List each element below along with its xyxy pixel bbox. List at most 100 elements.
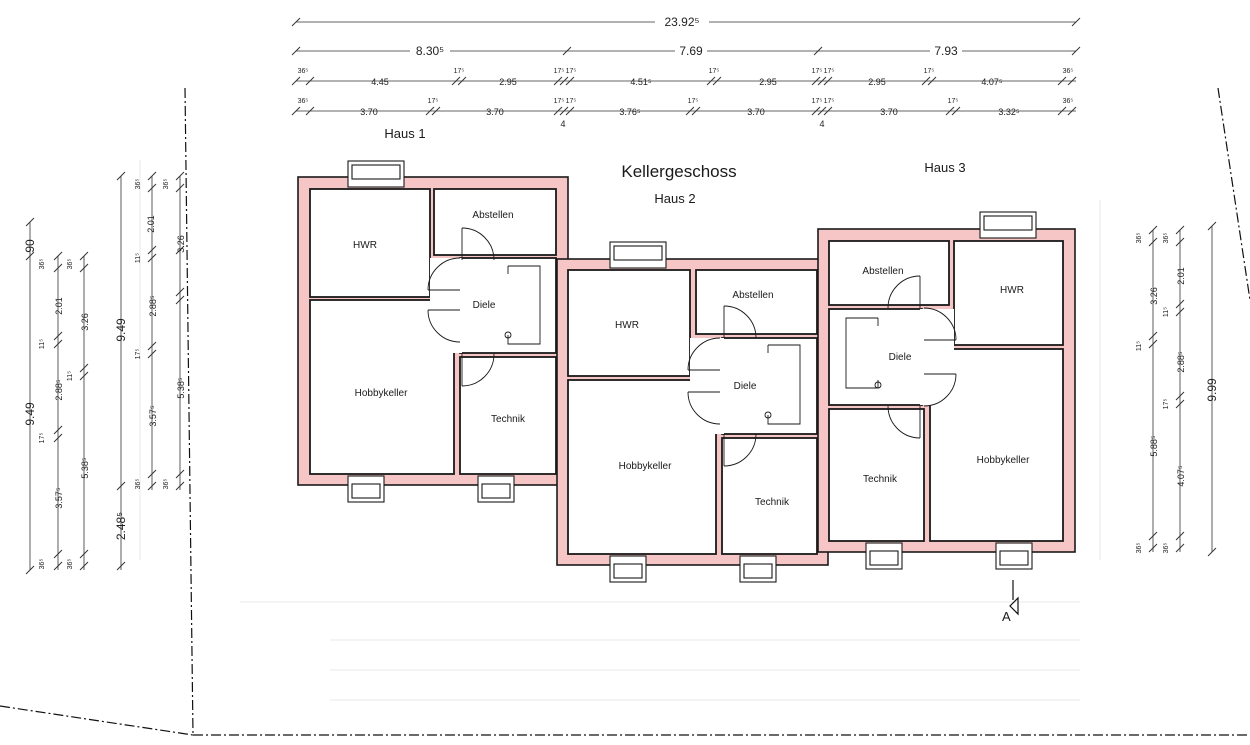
dim-label: 36⁵ bbox=[67, 259, 74, 270]
dim-label: 36⁵ bbox=[298, 68, 309, 75]
dim-label: 17⁵ bbox=[924, 68, 935, 75]
room-label-abstellen: Abstellen bbox=[862, 266, 903, 277]
dim-label: 11⁵ bbox=[1136, 341, 1143, 351]
haus-2-technik-room bbox=[721, 437, 818, 555]
dim-label: 2.95 bbox=[868, 77, 886, 87]
background-hatch bbox=[139, 160, 1101, 701]
haus-2-stairs bbox=[764, 344, 801, 425]
dim-label: 2.95 bbox=[499, 77, 517, 87]
dim-label: 17⁵ bbox=[709, 68, 720, 75]
haus-1-corridor bbox=[430, 258, 462, 353]
room-label-hwr: HWR bbox=[353, 240, 377, 251]
room-label-hwr: HWR bbox=[1000, 285, 1024, 296]
room-label-technik: Technik bbox=[863, 474, 898, 485]
dim-label: 5.38⁵ bbox=[176, 377, 186, 399]
dim-label: 17⁵ bbox=[1163, 399, 1170, 410]
dim-label: 4 bbox=[819, 119, 824, 129]
dim-label: 9.49 bbox=[114, 318, 128, 342]
dim-label: 2.88⁵ bbox=[1176, 351, 1186, 373]
dim-label: 36⁵ bbox=[135, 479, 142, 490]
dimension-chain-top: 23.92⁵ 8.30⁵ 7.69 7.93 36⁵ 4.45 17⁵ 2.95… bbox=[291, 14, 1081, 129]
room-label-hobbykeller: Hobbykeller bbox=[619, 461, 672, 472]
dim-label: 3.76⁵ bbox=[619, 107, 641, 117]
dim-label: 2.88⁵ bbox=[54, 379, 64, 401]
room-label-abstellen: Abstellen bbox=[472, 210, 513, 221]
dim-label: 3.26 bbox=[80, 313, 90, 331]
section-marker: A bbox=[1002, 580, 1019, 624]
door-arc bbox=[687, 305, 757, 467]
dim-haus3-width: 7.93 bbox=[934, 44, 958, 58]
dim-label: 36⁵ bbox=[67, 559, 74, 570]
dim-label: 17⁵ bbox=[554, 68, 565, 75]
dim-label: 17⁵ bbox=[566, 68, 577, 75]
dim-total: 23.92⁵ bbox=[664, 15, 699, 29]
window bbox=[865, 211, 1037, 570]
room-label-hobbykeller: Hobbykeller bbox=[355, 388, 408, 399]
dim-label: 3.57⁵ bbox=[54, 487, 64, 509]
dim-label: 17⁵ bbox=[566, 98, 577, 105]
dim-label: 17⁵ bbox=[688, 98, 699, 105]
dim-label: 11⁵ bbox=[67, 371, 74, 381]
haus-2-hwr-room bbox=[567, 269, 691, 377]
room-label-technik: Technik bbox=[491, 414, 526, 425]
haus-2-plan bbox=[556, 241, 829, 583]
dim-label: 9.49 bbox=[23, 402, 37, 426]
dim-label: 2.01 bbox=[54, 297, 64, 315]
dim-label: 36⁵ bbox=[1063, 68, 1074, 75]
haus-3-label: Haus 3 bbox=[924, 160, 965, 175]
dim-label: 4.45 bbox=[371, 77, 389, 87]
room-label-hobbykeller: Hobbykeller bbox=[977, 455, 1030, 466]
haus-1-abstellen-room bbox=[433, 188, 557, 256]
door-arc bbox=[427, 227, 495, 387]
haus-1-plan bbox=[297, 160, 569, 503]
dim-label: 36⁵ bbox=[1163, 233, 1170, 244]
dim-label: 17⁵ bbox=[824, 98, 835, 105]
dim-label: 3.70 bbox=[880, 107, 898, 117]
dim-label: 17⁵ bbox=[39, 433, 46, 444]
room-label-diele: Diele bbox=[734, 381, 757, 392]
dim-label: 36⁵ bbox=[39, 559, 46, 570]
haus-3-technik-room bbox=[828, 408, 925, 542]
dim-label: 17⁵ bbox=[948, 98, 959, 105]
dim-label: 17⁵ bbox=[454, 68, 465, 75]
dim-label: 17⁵ bbox=[824, 68, 835, 75]
dim-label: 36⁵ bbox=[135, 179, 142, 190]
dim-label: 4.07⁵ bbox=[1176, 465, 1186, 487]
drawing-title: Kellergeschoss bbox=[621, 162, 736, 181]
window bbox=[347, 160, 515, 503]
dim-label: 36⁵ bbox=[1063, 98, 1074, 105]
haus-2-label: Haus 2 bbox=[654, 191, 695, 206]
window bbox=[609, 241, 777, 583]
dim-label: 2.01 bbox=[146, 215, 156, 233]
dim-label: 17⁵ bbox=[135, 349, 142, 360]
dim-label: 11⁵ bbox=[39, 339, 46, 349]
room-label-hwr: HWR bbox=[615, 320, 639, 331]
dim-label: 4.51⁵ bbox=[630, 77, 652, 87]
haus-3-plan bbox=[817, 211, 1076, 570]
dim-label: 3.57⁵ bbox=[148, 405, 158, 427]
dim-label: 4 bbox=[560, 119, 565, 129]
dim-label: 36⁵ bbox=[1136, 233, 1143, 244]
dim-label: 3.70 bbox=[486, 107, 504, 117]
dim-label: 9.99 bbox=[1205, 378, 1219, 402]
dim-label: 3.70 bbox=[747, 107, 765, 117]
dim-label: 90 bbox=[23, 239, 37, 253]
dim-label: 11⁵ bbox=[1163, 307, 1170, 317]
haus-3-hwr-room bbox=[953, 240, 1064, 346]
dim-label: 11⁵ bbox=[135, 253, 142, 263]
dim-label: 36⁵ bbox=[163, 179, 170, 190]
dim-label: 36⁵ bbox=[1136, 543, 1143, 554]
dim-label: 5.38⁵ bbox=[80, 457, 90, 479]
room-label-diele: Diele bbox=[473, 300, 496, 311]
dim-label: 3.32⁵ bbox=[998, 107, 1020, 117]
dim-label: 3.70 bbox=[360, 107, 378, 117]
section-marker-label: A bbox=[1002, 609, 1011, 624]
haus-2-abstellen-room bbox=[695, 269, 818, 335]
haus-1-label: Haus 1 bbox=[384, 126, 425, 141]
dim-label: 3.26 bbox=[1149, 287, 1159, 305]
dim-label: 17⁵ bbox=[554, 98, 565, 105]
haus-2-corridor bbox=[690, 338, 724, 434]
property-line bbox=[0, 87, 1250, 736]
haus-1-stairs bbox=[504, 265, 541, 345]
